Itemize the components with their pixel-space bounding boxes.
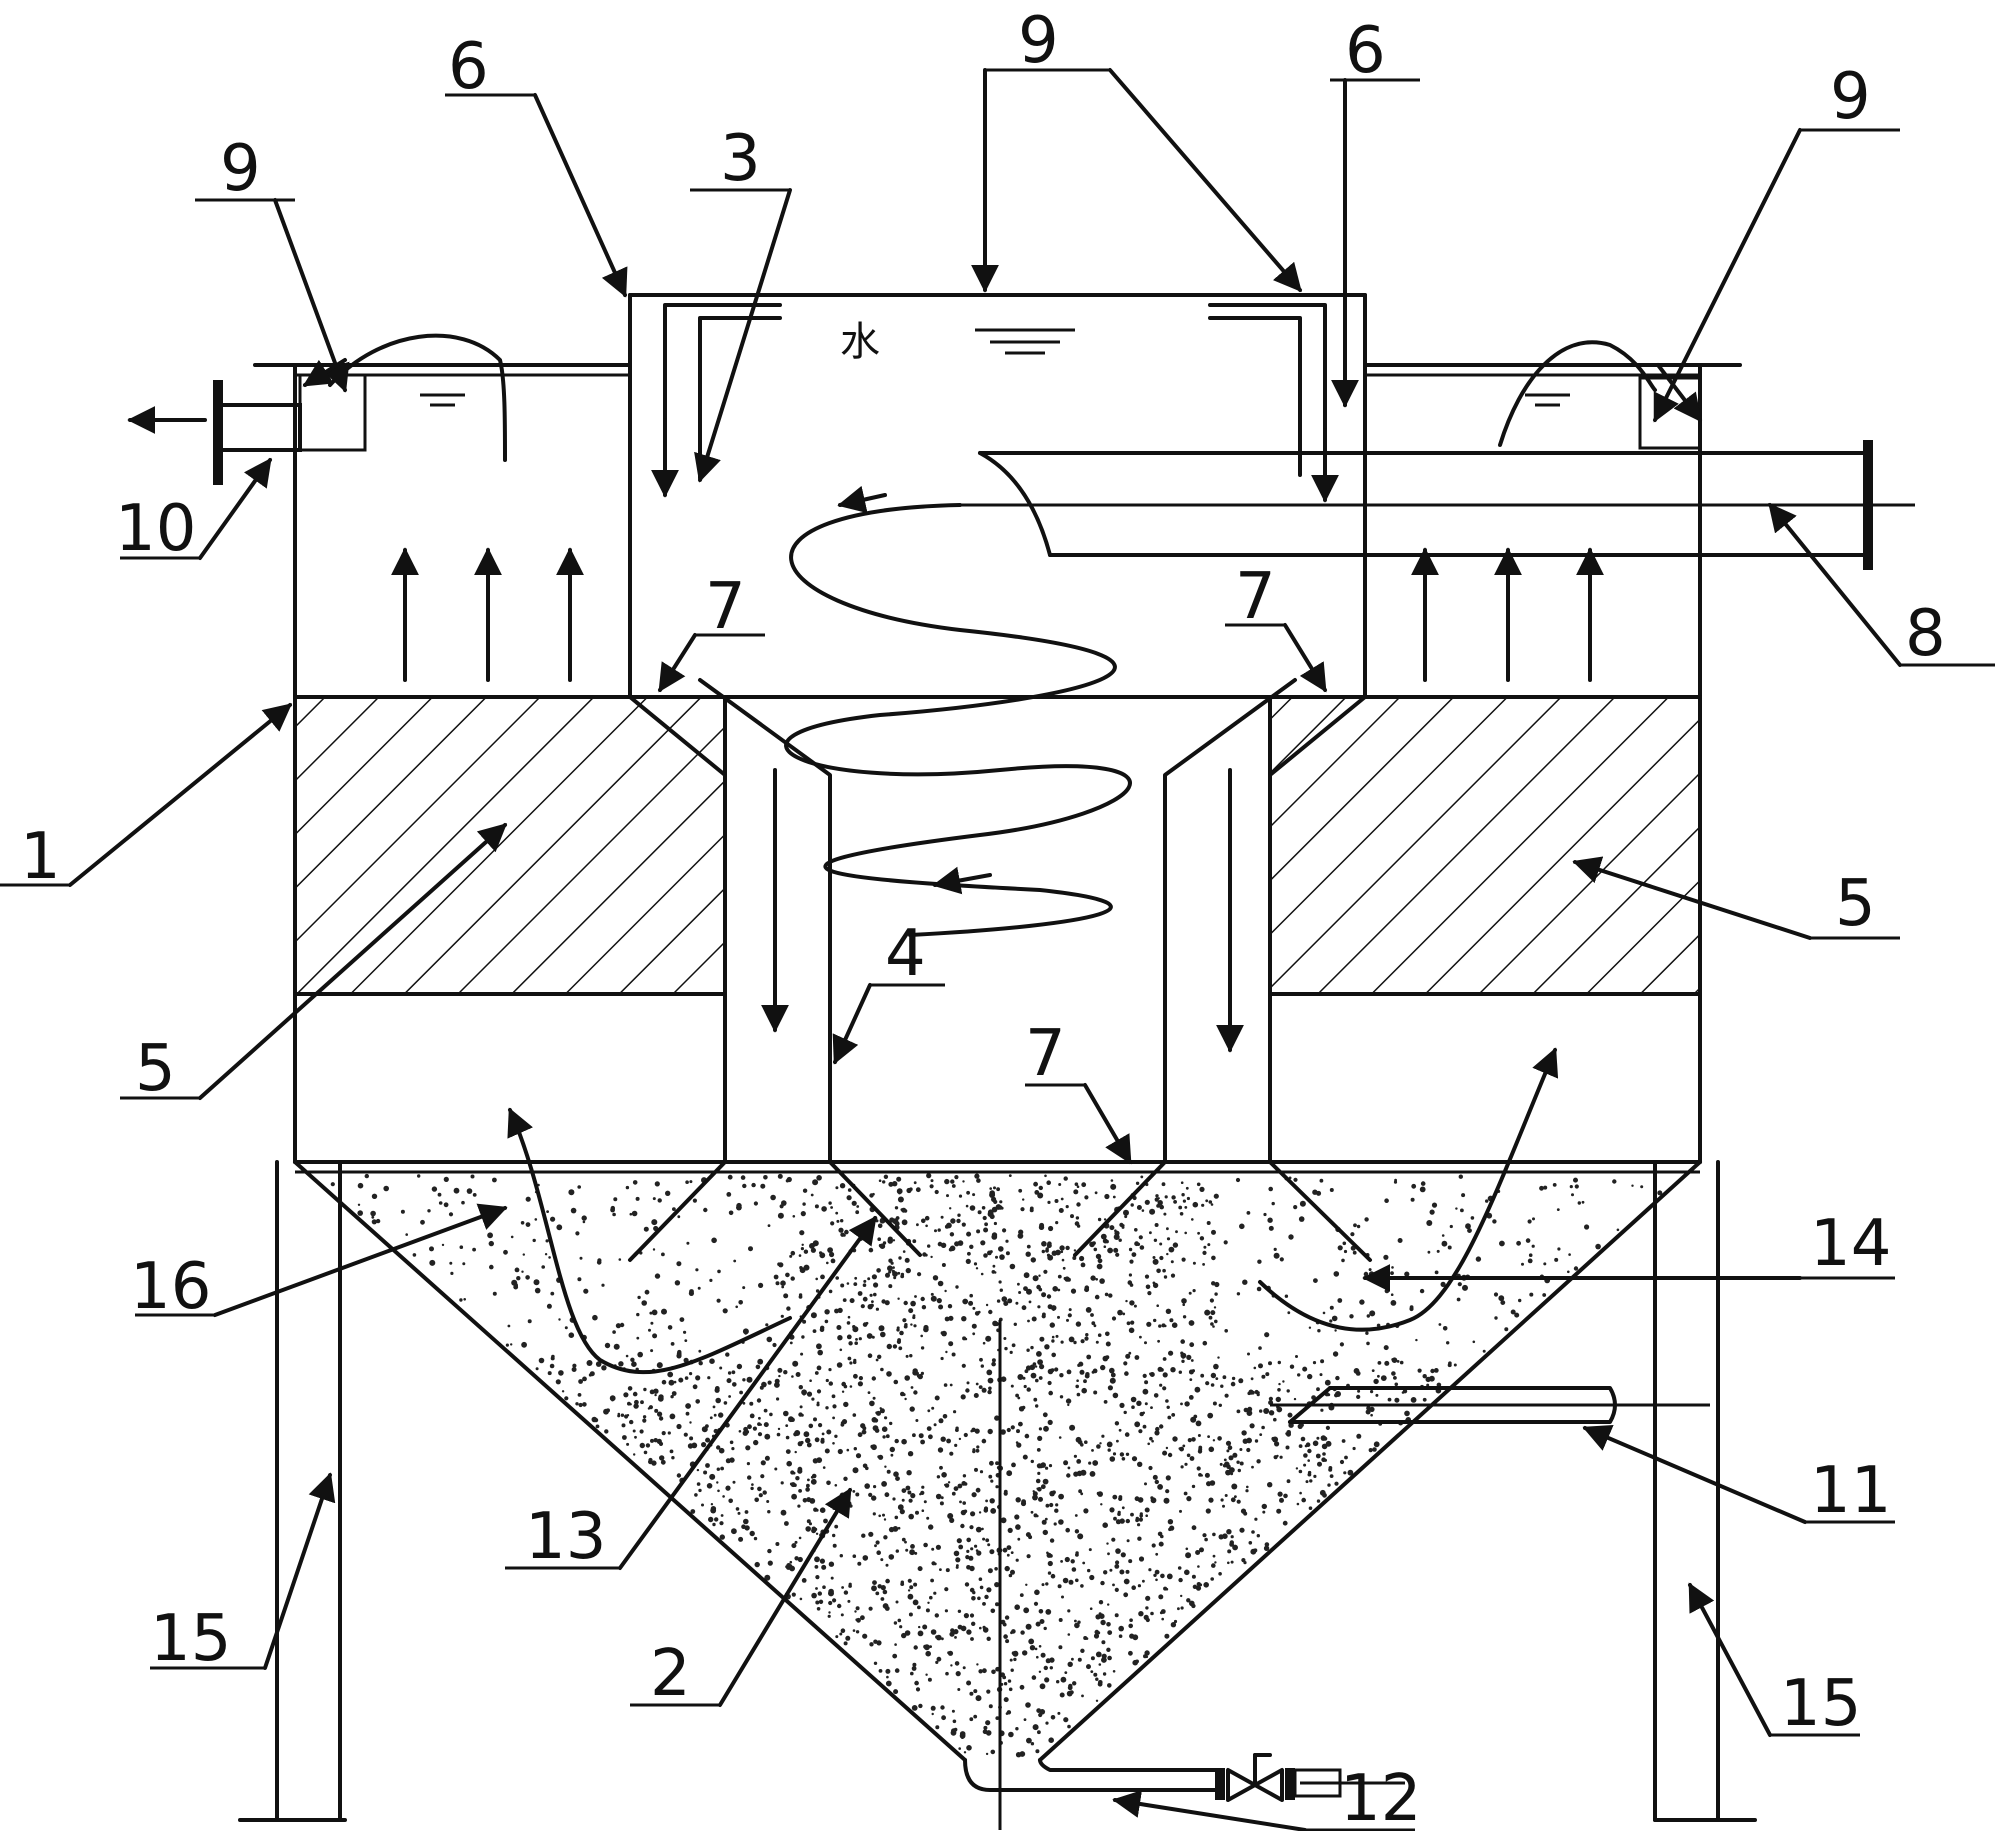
deflector-plates [628, 1160, 1372, 1262]
water-text: 水 [840, 319, 880, 365]
label-7-left: 7 [705, 570, 746, 644]
label-8: 8 [1905, 597, 1946, 671]
label-14: 14 [1810, 1207, 1891, 1281]
side-flow-curve-right [1498, 340, 1657, 447]
callout-labels: 9 6 6 3 9 9 10 8 7 7 1 5 5 4 7 16 14 13 … [20, 4, 1946, 1831]
sludge-dots [330, 1173, 1663, 1758]
label-7-bottom: 7 [1025, 1017, 1066, 1091]
downcomer-pipes [628, 678, 1367, 1164]
label-11: 11 [1810, 1454, 1891, 1528]
label-9-top: 9 [1018, 4, 1059, 78]
outlet-pipe-left [127, 380, 302, 485]
flow-curve-bottom-left [507, 1107, 792, 1375]
filler-layer-right [1268, 695, 1702, 996]
water-level-center [975, 328, 1075, 355]
label-1: 1 [20, 820, 61, 894]
label-15-left: 15 [150, 1602, 231, 1676]
label-13: 13 [525, 1500, 606, 1574]
flow-curve-bottom-right [1258, 1047, 1559, 1332]
label-15-right: 15 [1780, 1667, 1861, 1741]
filler-layer-left [293, 695, 727, 996]
label-4: 4 [885, 917, 926, 991]
side-flow-curve-left [328, 333, 507, 462]
label-5-right: 5 [1835, 867, 1876, 941]
label-3: 3 [720, 122, 761, 196]
central-tank [628, 293, 1367, 699]
label-16: 16 [130, 1250, 211, 1324]
label-9-left: 9 [220, 132, 261, 206]
overflow-pipes [663, 303, 1327, 492]
air-pipe [1270, 1386, 1710, 1424]
support-legs [238, 1160, 1757, 1822]
inlet-pipe-right [955, 440, 1915, 570]
label-9-right: 9 [1830, 60, 1871, 134]
label-6-left: 6 [448, 30, 489, 104]
label-12: 12 [1340, 1762, 1421, 1831]
spiral-flow [784, 503, 1132, 937]
leader-lines [0, 68, 1995, 1831]
drain-pipe [963, 1753, 1405, 1802]
label-7-right: 7 [1235, 560, 1276, 634]
label-2: 2 [650, 1637, 691, 1711]
label-6-right: 6 [1345, 14, 1386, 88]
label-10: 10 [115, 492, 196, 566]
sludge-cone [293, 1160, 1702, 1762]
flow-arrows-up [391, 547, 1604, 682]
label-5-left: 5 [135, 1032, 176, 1106]
